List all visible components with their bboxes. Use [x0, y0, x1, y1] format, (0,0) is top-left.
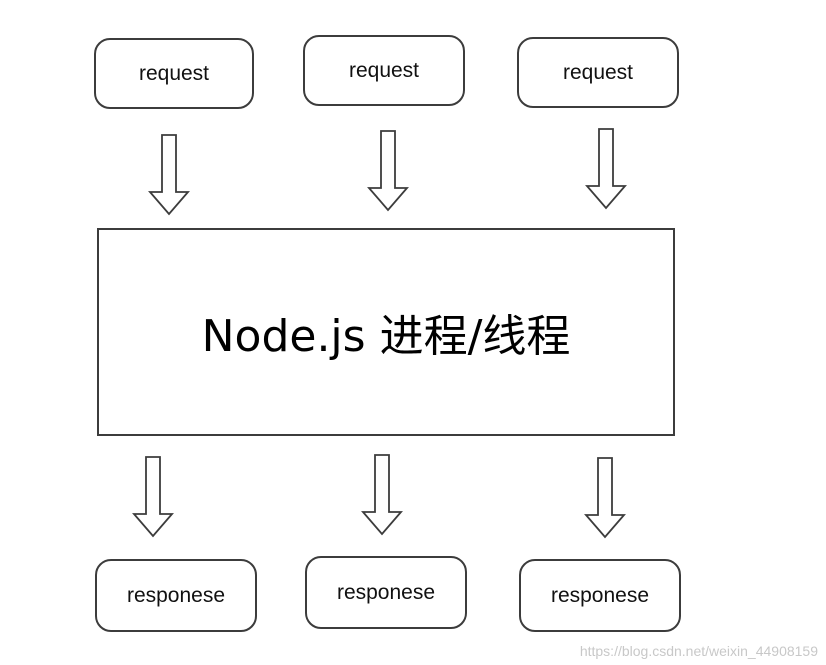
process-label: Node.js 进程/线程 [201, 311, 571, 362]
request-box-1: request [94, 38, 254, 109]
nodejs-process-box: Node.js 进程/线程 [97, 228, 675, 436]
response-label: responese [336, 580, 436, 604]
down-arrow-icon [132, 456, 174, 538]
response-label: responese [126, 583, 226, 607]
request-label: request [562, 60, 634, 84]
request-label: request [348, 58, 420, 82]
down-arrow-icon [148, 134, 190, 216]
response-label: responese [550, 583, 650, 607]
down-arrow-icon [367, 130, 409, 212]
request-box-3: request [517, 37, 679, 108]
response-box-2: responese [305, 556, 467, 629]
down-arrow-icon [361, 454, 403, 536]
response-box-3: responese [519, 559, 681, 632]
down-arrow-icon [584, 457, 626, 539]
response-box-1: responese [95, 559, 257, 632]
watermark-text: https://blog.csdn.net/weixin_44908159 [579, 643, 818, 659]
down-arrow-icon [585, 128, 627, 210]
request-label: request [138, 61, 210, 85]
request-box-2: request [303, 35, 465, 106]
